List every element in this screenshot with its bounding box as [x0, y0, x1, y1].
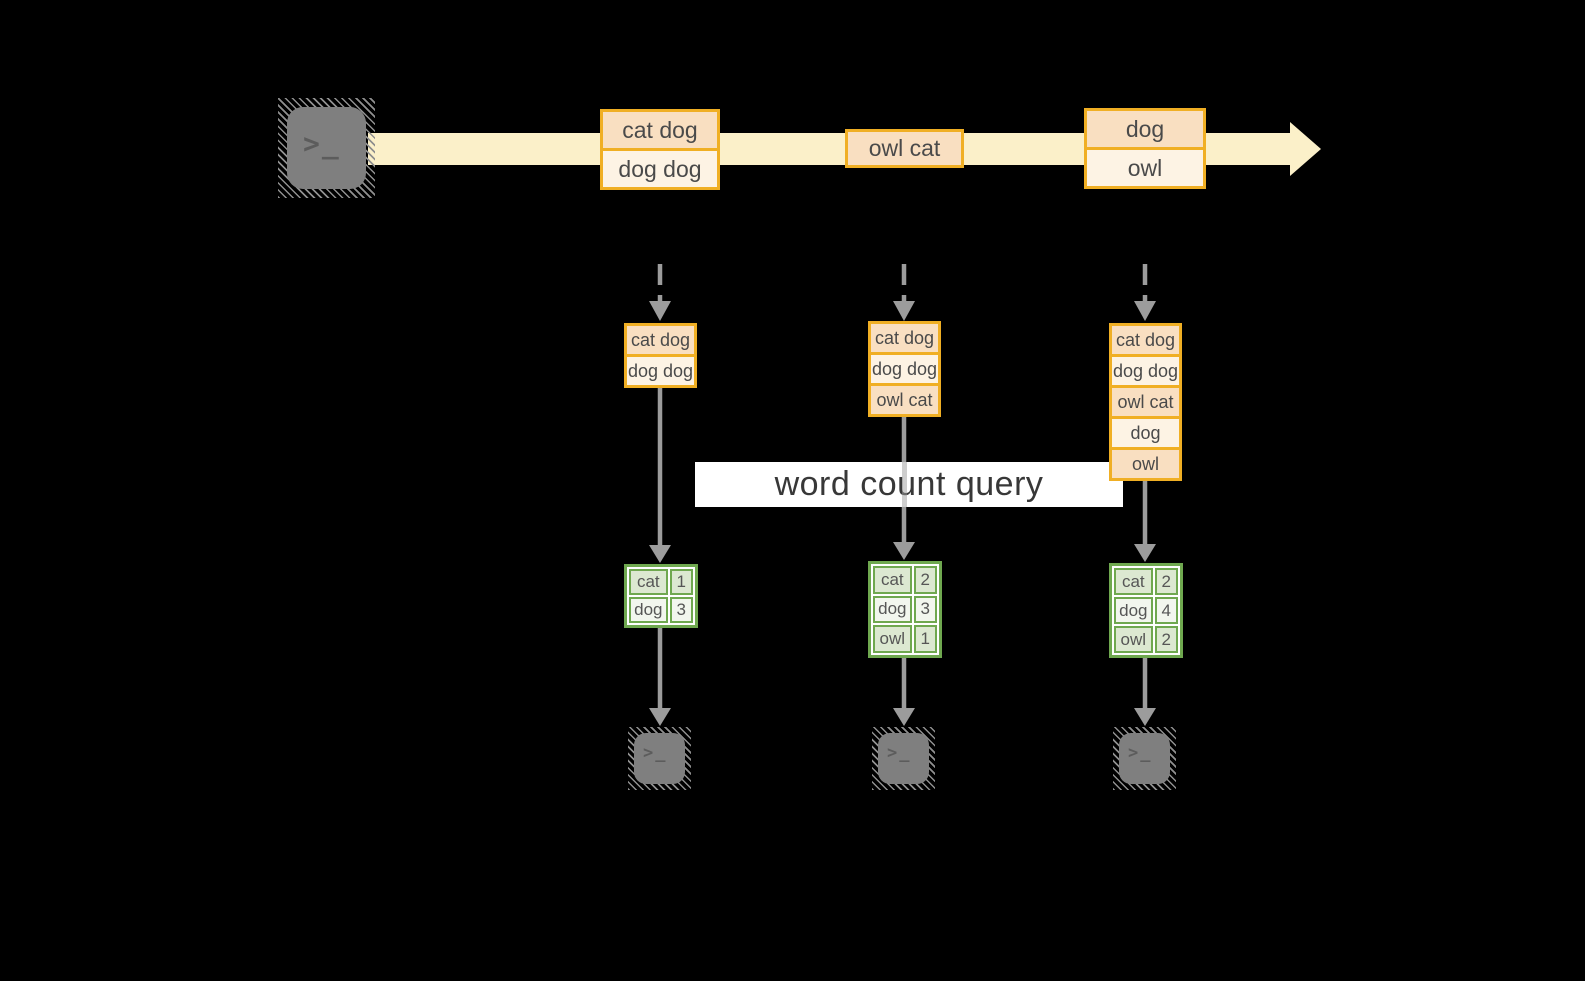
state-line: owl cat: [871, 383, 938, 414]
cursor-glyph: _: [1140, 743, 1151, 763]
word-cell: owl: [873, 625, 912, 653]
batch-line: owl: [1087, 147, 1203, 186]
prompt-glyph: >: [1128, 743, 1139, 763]
count-cell: 2: [1154, 626, 1178, 653]
count-cell: 3: [669, 597, 693, 623]
word-cell: cat: [873, 566, 912, 594]
batch-line: dog: [1087, 111, 1203, 147]
state-line: dog dog: [1112, 354, 1179, 385]
word-cell: cat: [629, 569, 668, 595]
word-count-table-3: cat 2 dog 4 owl 2: [1109, 563, 1183, 658]
dashed-arrowhead-icon: [1134, 301, 1156, 321]
query-label: word count query: [774, 465, 1044, 503]
count-cell: 1: [669, 569, 693, 595]
state-box-3: cat dog dog dog owl cat dog owl: [1109, 323, 1182, 481]
sink-terminal-icon-1: > _: [628, 727, 691, 790]
word-count-table-1: cat 1 dog 3: [624, 564, 698, 628]
word-count-table-2: cat 2 dog 3 owl 1: [868, 561, 942, 658]
word-cell: cat: [1114, 568, 1153, 595]
flow-arrowhead-icon: [1134, 708, 1156, 726]
flow-arrowhead-icon: [893, 708, 915, 726]
terminal-screen: > _: [287, 107, 366, 189]
terminal-screen: > _: [1119, 733, 1170, 784]
batch-line: owl cat: [848, 132, 961, 165]
count-cell: 1: [913, 625, 937, 653]
flow-arrowhead-icon: [649, 545, 671, 563]
state-line: dog dog: [871, 352, 938, 383]
word-cell: owl: [1114, 626, 1153, 653]
count-cell: 2: [1154, 568, 1178, 595]
word-cell: dog: [629, 597, 668, 623]
state-line: cat dog: [627, 326, 694, 354]
prompt-glyph: >: [887, 743, 898, 763]
count-cell: 3: [913, 595, 937, 624]
stream-batch-box-3: dog owl: [1084, 108, 1206, 189]
terminal-screen: > _: [878, 733, 929, 784]
flow-arrowhead-icon: [893, 542, 915, 560]
stream-batch-box-2: owl cat: [845, 129, 964, 168]
flow-arrowhead-icon: [1134, 544, 1156, 562]
cursor-glyph: _: [321, 127, 339, 160]
stream-timeline-arrowhead-icon: [1290, 122, 1321, 176]
state-line: owl: [1112, 447, 1179, 478]
word-cell: dog: [1114, 597, 1153, 624]
prompt-glyph: >: [643, 743, 654, 763]
batch-line: dog dog: [603, 148, 717, 187]
source-terminal-icon: > _: [278, 98, 375, 198]
sink-terminal-icon-2: > _: [872, 727, 935, 790]
state-line: cat dog: [871, 324, 938, 352]
state-box-2: cat dog dog dog owl cat: [868, 321, 941, 417]
terminal-screen: > _: [634, 733, 685, 784]
batch-line: cat dog: [603, 112, 717, 148]
state-line: owl cat: [1112, 385, 1179, 416]
query-label-band: word count query: [695, 462, 1123, 507]
count-cell: 2: [913, 566, 937, 594]
count-cell: 4: [1154, 597, 1178, 624]
state-line: dog dog: [627, 354, 694, 385]
prompt-glyph: >: [303, 127, 320, 160]
dashed-arrowhead-icon: [649, 301, 671, 321]
cursor-glyph: _: [899, 743, 910, 763]
state-line: dog: [1112, 416, 1179, 447]
word-cell: dog: [873, 595, 912, 624]
cursor-glyph: _: [655, 743, 666, 763]
sink-terminal-icon-3: > _: [1113, 727, 1176, 790]
flow-arrowhead-icon: [649, 708, 671, 726]
stream-batch-box-1: cat dog dog dog: [600, 109, 720, 190]
arrow-through-label: [902, 462, 907, 507]
state-box-1: cat dog dog dog: [624, 323, 697, 388]
dashed-arrowhead-icon: [893, 301, 915, 321]
state-line: cat dog: [1112, 326, 1179, 354]
